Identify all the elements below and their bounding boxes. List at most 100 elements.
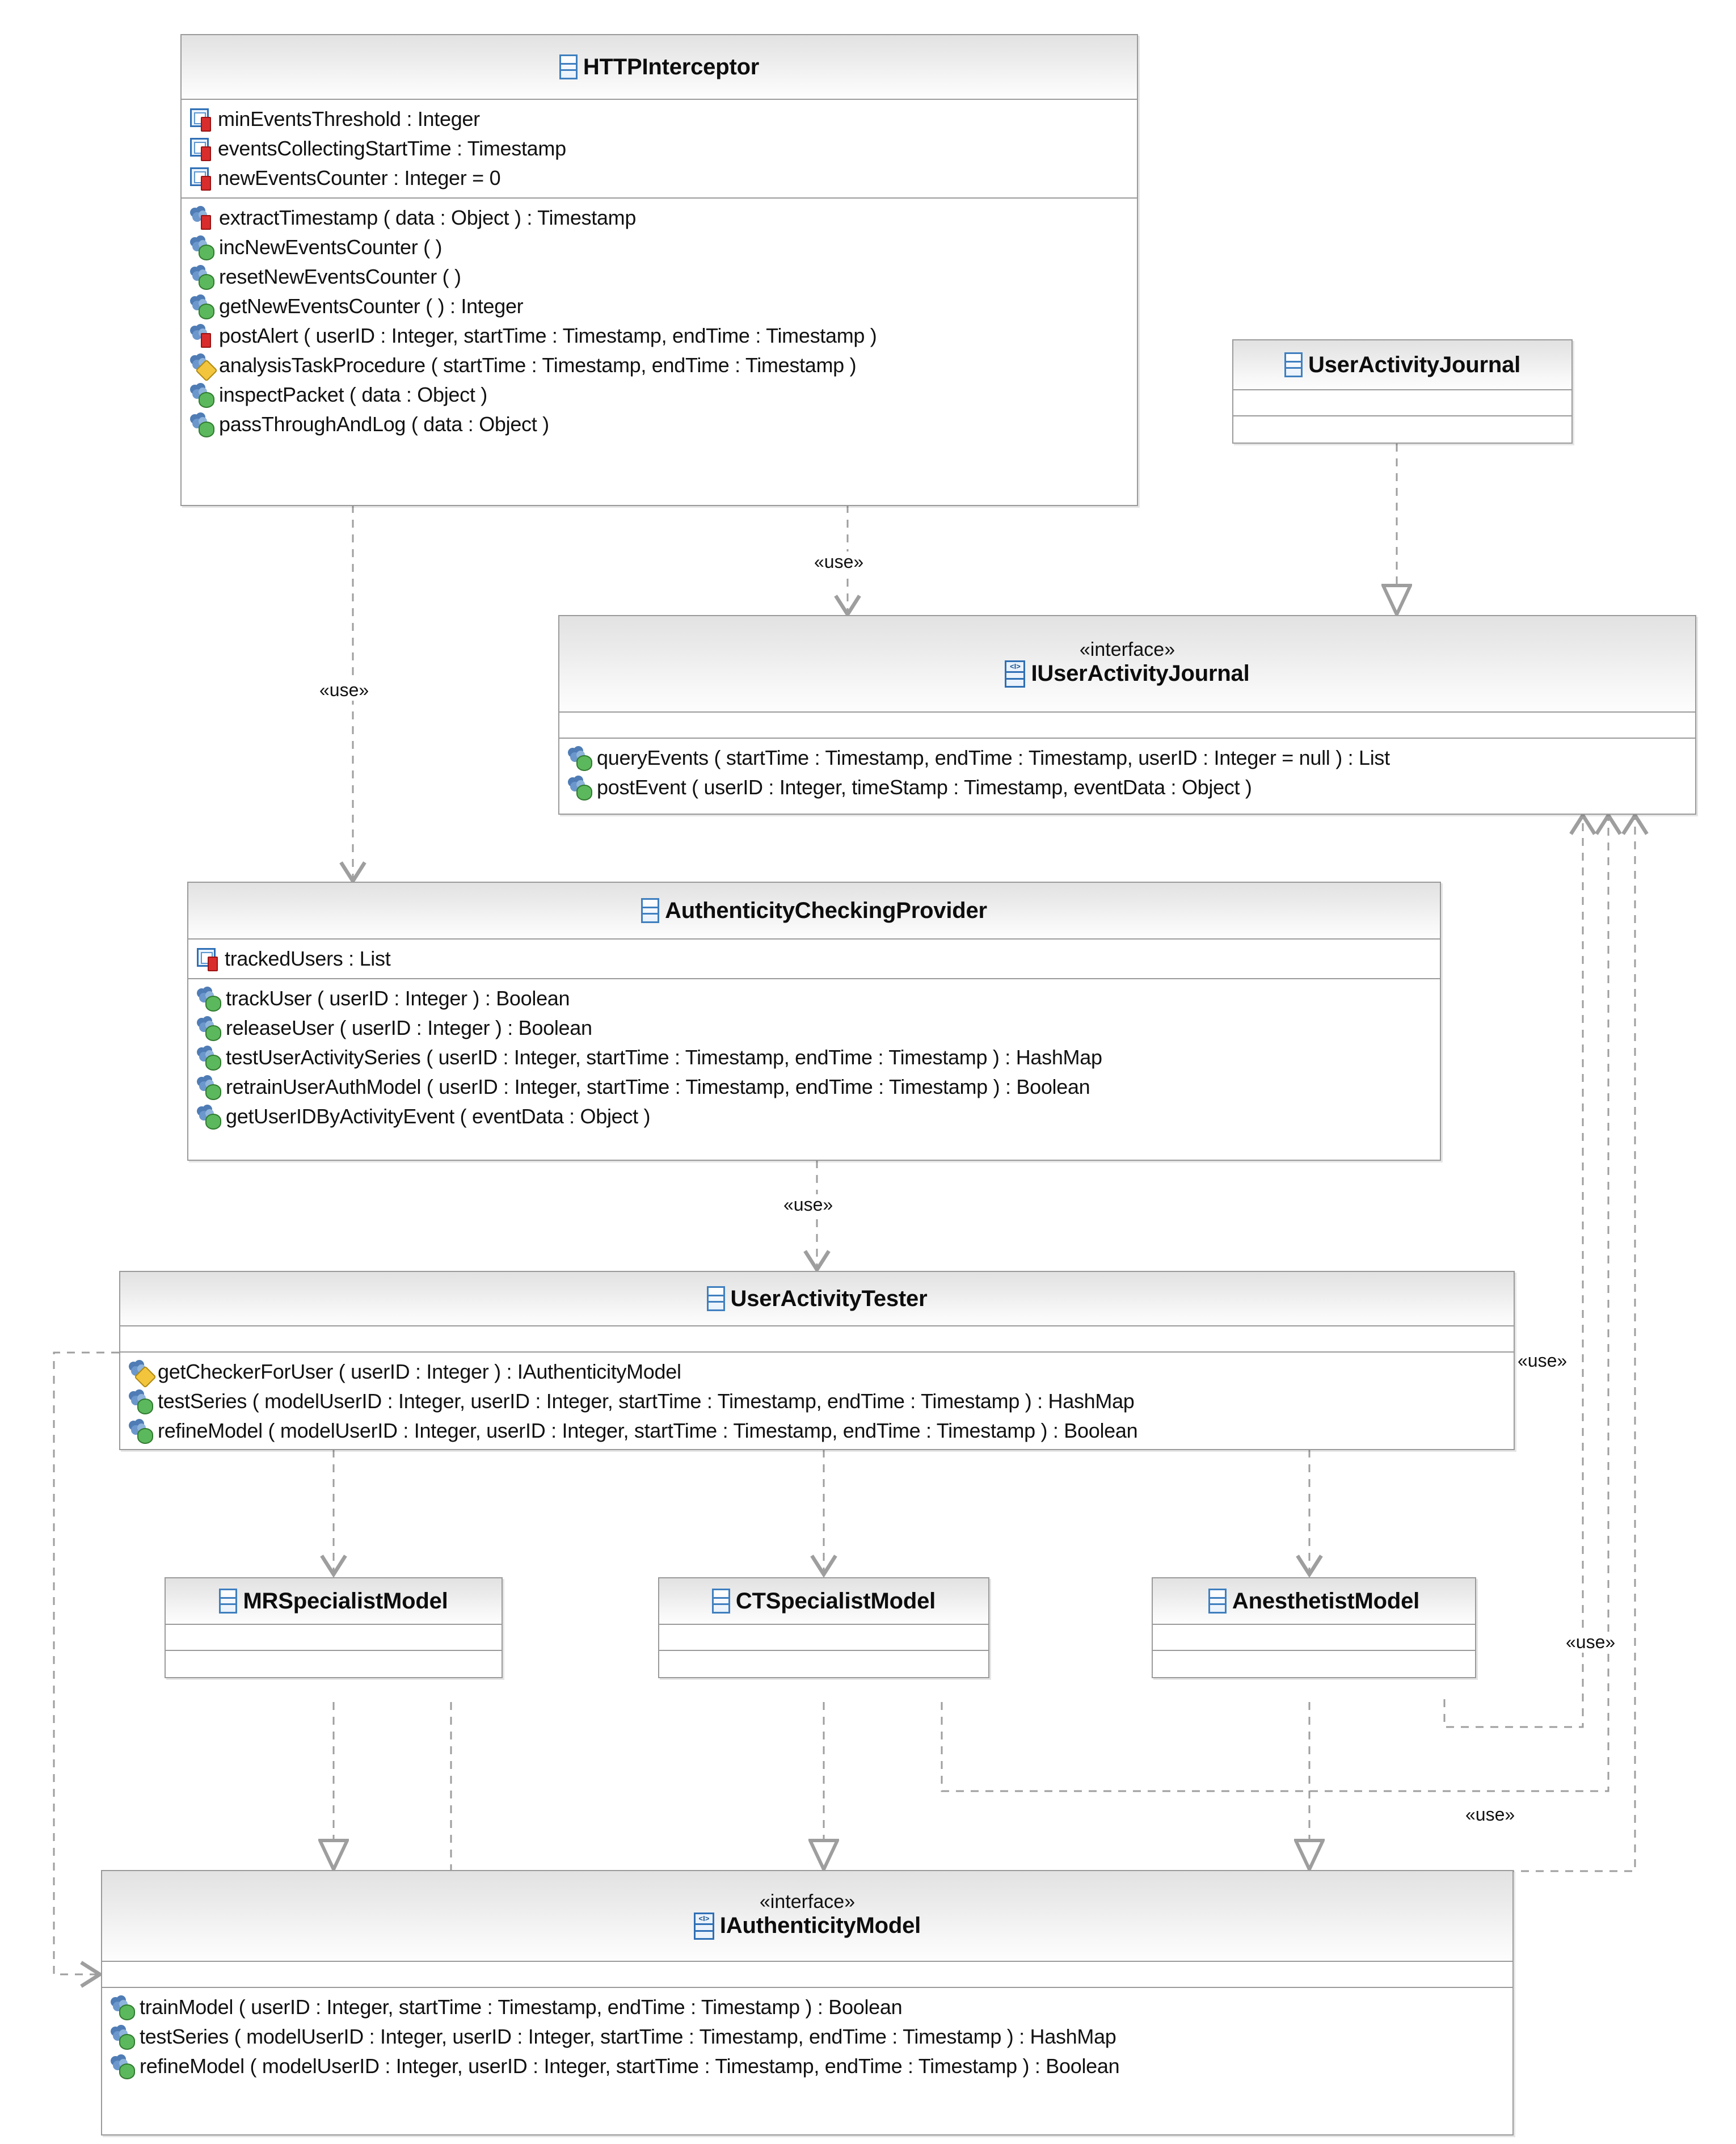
stereotype-label: «interface» [759,1891,856,1913]
class-icon [1208,1589,1227,1614]
visibility-public-icon [576,755,592,771]
operation-row[interactable]: trackUser ( userID : Integer ) : Boolean [188,984,1440,1013]
visibility-public-icon [576,785,592,801]
visibility-public-icon [205,1084,221,1100]
class-box-mr-specialist-model[interactable]: MRSpecialistModel [165,1577,503,1678]
visibility-public-icon [199,245,214,260]
operations-compartment: queryEvents ( startTime : Timestamp, end… [559,739,1695,807]
operation-row[interactable]: trainModel ( userID : Integer, startTime… [102,1993,1512,2022]
visibility-public-icon [205,1055,221,1071]
visibility-public-icon [137,1399,153,1414]
class-name: HTTPInterceptor [583,54,760,79]
class-name: MRSpecialistModel [243,1588,448,1614]
operation-icon [110,1995,135,2020]
operation-icon [196,1046,221,1071]
visibility-public-icon [199,274,214,290]
attribute-row[interactable]: eventsCollectingStartTime : Timestamp [182,134,1137,163]
visibility-private-icon [201,117,211,132]
operation-row[interactable]: resetNewEventsCounter ( ) [182,262,1137,292]
operation-row[interactable]: inspectPacket ( data : Object ) [182,380,1137,410]
operation-icon [189,294,214,319]
class-header: UserActivityJournal [1233,340,1571,390]
operation-icon [128,1389,153,1414]
operation-row[interactable]: postEvent ( userID : Integer, timeStamp … [559,773,1695,802]
operations-compartment: trainModel ( userID : Integer, startTime… [102,1988,1512,2086]
class-box-ct-specialist-model[interactable]: CTSpecialistModel [658,1577,989,1678]
class-header: HTTPInterceptor [182,35,1137,100]
visibility-public-icon [205,996,221,1012]
operation-icon [196,1075,221,1100]
class-box-user-activity-journal[interactable]: UserActivityJournal [1232,339,1573,444]
operation-text: postEvent ( userID : Integer, timeStamp … [597,776,1252,799]
operation-row[interactable]: getUserIDByActivityEvent ( eventData : O… [188,1102,1440,1131]
visibility-public-icon [199,304,214,319]
operation-row[interactable]: passThroughAndLog ( data : Object ) [182,410,1137,439]
operation-icon [567,776,592,801]
operation-row[interactable]: releaseUser ( userID : Integer ) : Boole… [188,1013,1440,1043]
operation-row[interactable]: testSeries ( modelUserID : Integer, user… [102,2022,1512,2052]
attributes-compartment [120,1326,1514,1353]
edge-label-use-right-mid: «use» [1564,1632,1617,1653]
attribute-icon [189,108,212,132]
interface-name: IUserActivityJournal [1031,661,1250,686]
attribute-text: eventsCollectingStartTime : Timestamp [218,137,566,160]
class-header: UserActivityTester [120,1272,1514,1326]
interface-box-iuseractivityjournal[interactable]: «interface» <I> IUserActivityJournal que… [558,615,1696,815]
attribute-row[interactable]: trackedUsers : List [188,944,1440,974]
edge-label-use-http-to-provider: «use» [318,680,371,701]
operations-compartment: trackUser ( userID : Integer ) : Boolean… [188,979,1440,1136]
visibility-public-icon [119,2034,135,2050]
operation-icon [110,2025,135,2050]
operation-text: resetNewEventsCounter ( ) [219,265,461,288]
operation-icon [128,1419,153,1444]
visibility-public-icon [137,1428,153,1444]
operation-icon [128,1360,157,1388]
operation-row[interactable]: postAlert ( userID : Integer, startTime … [182,321,1137,351]
operation-text: trainModel ( userID : Integer, startTime… [140,1995,903,2019]
visibility-private-icon [201,215,211,230]
operations-compartment [166,1651,502,1677]
operation-text: analysisTaskProcedure ( startTime : Time… [219,353,857,377]
attribute-icon [189,137,212,161]
class-box-http-interceptor[interactable]: HTTPInterceptor minEventsThreshold : Int… [180,34,1138,506]
operation-row[interactable]: queryEvents ( startTime : Timestamp, end… [559,743,1695,773]
interface-name: IAuthenticityModel [719,1913,921,1939]
operation-row[interactable]: refineModel ( modelUserID : Integer, use… [102,2052,1512,2081]
attribute-row[interactable]: newEventsCounter : Integer = 0 [182,163,1137,193]
class-box-anesthetist-model[interactable]: AnesthetistModel [1152,1577,1476,1678]
class-box-authenticity-checking-provider[interactable]: AuthenticityCheckingProvider trackedUser… [187,882,1441,1161]
operation-row[interactable]: analysisTaskProcedure ( startTime : Time… [182,351,1137,382]
class-name: UserActivityJournal [1308,352,1521,377]
operation-row[interactable]: testUserActivitySeries ( userID : Intege… [188,1043,1440,1072]
visibility-private-icon [201,146,211,161]
visibility-public-icon [199,422,214,437]
operation-row[interactable]: testSeries ( modelUserID : Integer, user… [120,1387,1514,1416]
attribute-row[interactable]: minEventsThreshold : Integer [182,104,1137,134]
class-box-user-activity-tester[interactable]: UserActivityTester getCheckerForUser ( u… [119,1271,1515,1450]
operation-row[interactable]: getCheckerForUser ( userID : Integer ) :… [120,1357,1514,1388]
class-icon [1284,352,1303,377]
operation-row[interactable]: retrainUserAuthModel ( userID : Integer,… [188,1072,1440,1102]
operation-text: refineModel ( modelUserID : Integer, use… [140,2054,1120,2078]
operations-compartment [659,1651,988,1677]
operation-text: inspectPacket ( data : Object ) [219,383,487,406]
operation-text: trackUser ( userID : Integer ) : Boolean [226,987,570,1010]
interface-box-iauthenticitymodel[interactable]: «interface» <I> IAuthenticityModel train… [101,1870,1514,2135]
attributes-compartment [1153,1625,1475,1651]
operation-text: getCheckerForUser ( userID : Integer ) :… [158,1360,681,1383]
operation-row[interactable]: extractTimestamp ( data : Object ) : Tim… [182,203,1137,233]
class-icon [641,898,660,923]
operation-row[interactable]: incNewEventsCounter ( ) [182,233,1137,262]
visibility-public-icon [119,2004,135,2020]
operation-row[interactable]: getNewEventsCounter ( ) : Integer [182,292,1137,321]
visibility-public-icon [205,1025,221,1041]
attribute-text: trackedUsers : List [225,947,391,970]
operations-compartment: extractTimestamp ( data : Object ) : Tim… [182,199,1137,444]
operation-icon [189,353,218,382]
operation-text: postAlert ( userID : Integer, startTime … [219,324,877,347]
operation-row[interactable]: refineModel ( modelUserID : Integer, use… [120,1416,1514,1446]
operation-text: testUserActivitySeries ( userID : Intege… [226,1046,1102,1069]
class-header: AnesthetistModel [1153,1578,1475,1625]
operation-icon [189,206,213,230]
